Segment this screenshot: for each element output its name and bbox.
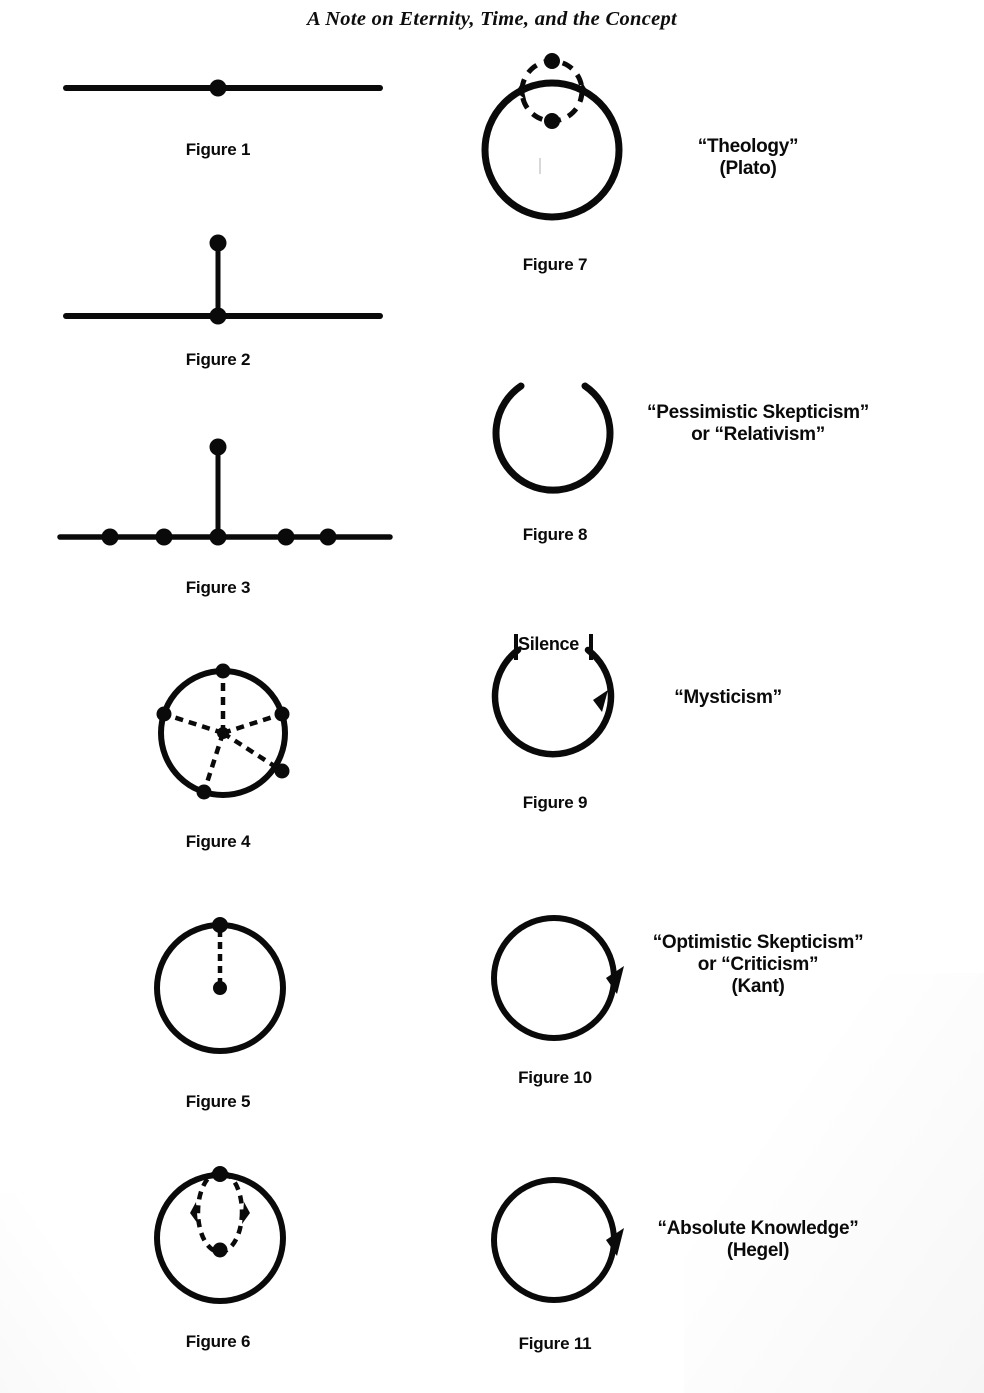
figure-6-diagram (150, 1160, 300, 1310)
figure-2-origin-point (209, 307, 227, 325)
figure-11-diagram (478, 1168, 648, 1318)
figure-2-diagram (50, 228, 400, 338)
figure-11-annotation-line-1: “Absolute Knowledge” (657, 1218, 859, 1239)
figure-7-annotation-line-2: (Plato) (719, 158, 777, 179)
figure-1-caption: Figure 1 (185, 140, 251, 159)
figure-4-radius-5 (163, 711, 224, 736)
figure-4-point-5 (156, 706, 172, 722)
figure-9-diagram (478, 628, 648, 778)
figure-8-diagram (478, 368, 638, 508)
figure-7-inner-point-bottom (544, 113, 560, 129)
figure-10-annotation-line-3: (Kant) (731, 976, 785, 997)
figure-10-annotation-line-2: or “Criticism” (697, 954, 819, 975)
figure-4-radius-4 (201, 732, 226, 793)
figure-4-caption: Figure 4 (185, 832, 251, 851)
figure-4-diagram (148, 658, 298, 808)
figure-11-annotation: “Absolute Knowledge” (Hegel) (598, 1218, 918, 1262)
figure-9-open-circle (491, 646, 615, 758)
figure-3-top-point (209, 438, 227, 456)
figure-3-diagram (40, 432, 410, 552)
figure-9-caption: Figure 9 (522, 793, 588, 812)
figure-5-caption: Figure 5 (185, 1092, 251, 1111)
figure-8-caption: Figure 8 (522, 525, 588, 544)
figure-10-arrowhead (606, 966, 624, 994)
figure-3-point-1 (101, 528, 119, 546)
figure-3-point-3 (209, 528, 227, 546)
figure-9-annotation: “Mysticism” (598, 687, 858, 709)
figure-4-radius-2 (222, 711, 283, 736)
figure-4-point-1 (215, 663, 231, 679)
figure-7-caption: Figure 7 (522, 255, 588, 274)
figure-7-outer-circle (481, 79, 623, 221)
figure-7-annotation-line-1: “Theology” (697, 136, 799, 157)
figure-6-inner-lens (195, 1169, 245, 1255)
figure-10-caption: Figure 10 (518, 1068, 592, 1087)
figure-4-point-3 (274, 763, 290, 779)
figure-11-circle (491, 1177, 617, 1303)
figure-10-annotation-line-1: “Optimistic Skepticism” (652, 932, 864, 953)
running-header-title: A Note on Eternity, Time, and the Concep… (306, 8, 678, 30)
figure-4-center-point (217, 727, 229, 739)
figure-7-annotation: “Theology” (Plato) (598, 136, 898, 180)
scan-gradient-artifact (684, 973, 984, 1393)
figure-9-arrowhead (593, 690, 608, 712)
figure-5-diagram (150, 910, 300, 1060)
figure-5-center-point (213, 981, 227, 995)
figure-4-point-2 (274, 706, 290, 722)
figure-6-arrowhead-right (242, 1202, 250, 1224)
figure-7-diagram (478, 53, 658, 238)
figure-3-point-4 (277, 528, 295, 546)
figure-11-annotation-line-2: (Hegel) (726, 1240, 790, 1261)
figure-8-annotation: “Pessimistic Skepticism” or “Relativism” (598, 402, 918, 446)
figure-10-circle (491, 915, 617, 1041)
figure-7-arrowhead-left (516, 82, 526, 100)
figure-6-circle (154, 1172, 286, 1304)
figure-6-inner-point (212, 1242, 228, 1258)
figure-6-caption: Figure 6 (185, 1332, 251, 1351)
scan-gradient-artifact-left (0, 1193, 140, 1393)
figure-9-gap-label: Silence (518, 634, 579, 654)
figure-7-inner-circle (519, 58, 585, 124)
figure-2-top-point (209, 234, 227, 252)
figure-8-annotation-line-1: “Pessimistic Skepticism” (647, 402, 869, 423)
figure-3-point-2 (155, 528, 173, 546)
figure-7-inner-point-top (544, 53, 560, 69)
figure-3-point-5 (319, 528, 337, 546)
figure-11-arrowhead (606, 1228, 624, 1256)
figure-10-diagram (478, 908, 648, 1058)
figure-6-arrowhead-left (190, 1202, 198, 1224)
figure-4-point-4 (196, 784, 212, 800)
figure-1-center-point (209, 79, 227, 97)
figure-9-annotation-line-1: “Mysticism” (674, 687, 782, 708)
figure-8-annotation-line-2: or “Relativism” (691, 424, 825, 445)
figure-2-caption: Figure 2 (185, 350, 251, 369)
figure-6-top-point (212, 1166, 228, 1182)
figure-1-diagram (50, 62, 400, 122)
figure-4-radius-3 (221, 731, 284, 773)
figure-11-caption: Figure 11 (518, 1334, 592, 1353)
figure-10-annotation: “Optimistic Skepticism” or “Criticism” (… (598, 932, 918, 998)
figure-3-caption: Figure 3 (185, 578, 251, 597)
figure-5-top-point (212, 917, 228, 933)
figure-7-arrowhead-right (578, 82, 588, 100)
figure-8-open-circle (492, 382, 614, 494)
